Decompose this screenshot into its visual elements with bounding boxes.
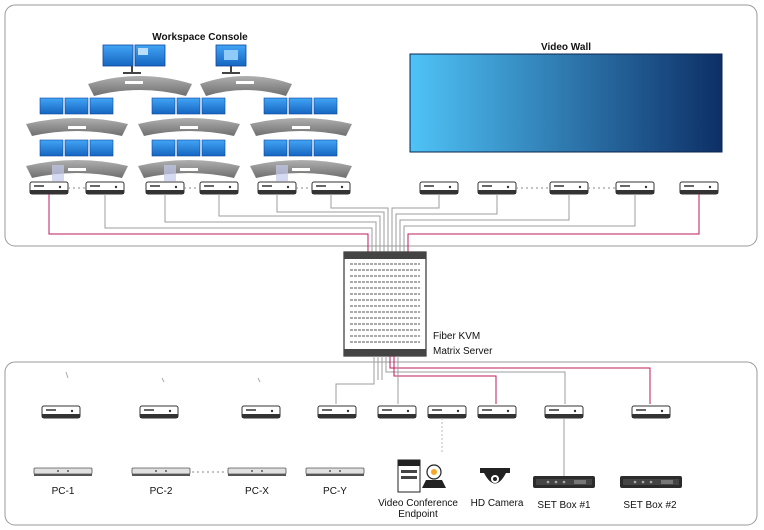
pc-2-device xyxy=(131,467,191,477)
transmitter-2 xyxy=(139,405,179,419)
source-label-set-box-1: SET Box #1 xyxy=(537,500,591,511)
source-cables xyxy=(335,356,651,404)
source-label-pc-y: PC-Y xyxy=(323,486,347,497)
set-box-2-device xyxy=(620,476,682,488)
receiver-3 xyxy=(145,181,185,195)
receiver-1 xyxy=(29,181,69,195)
source-label-pc-2: PC-2 xyxy=(150,486,173,497)
source-label-pc-x: PC-X xyxy=(245,486,269,497)
video-wall-display xyxy=(409,53,723,153)
pc-y-device xyxy=(305,467,365,477)
source-label-set-box-2: SET Box #2 xyxy=(623,500,677,511)
receiver-6 xyxy=(311,181,351,195)
hd-camera-device xyxy=(480,468,510,484)
transmitter-stubs xyxy=(65,371,261,383)
pc-x-device xyxy=(227,467,287,477)
source-label-pc-1: PC-1 xyxy=(52,486,75,497)
video-wall-label: Video Wall xyxy=(541,42,591,53)
receiver-2 xyxy=(85,181,125,195)
receiver-4 xyxy=(199,181,239,195)
receiver-wall-3 xyxy=(549,181,589,195)
display-cables xyxy=(48,194,700,252)
server-label-line2: Matrix Server xyxy=(433,346,493,357)
workspace-console-label: Workspace Console xyxy=(152,32,248,43)
transmitter-7 xyxy=(477,405,517,419)
receiver-wall-2 xyxy=(477,181,517,195)
transmitter-3 xyxy=(241,405,281,419)
source-label-video-conference-2: Endpoint xyxy=(398,509,438,520)
receiver-5 xyxy=(257,181,297,195)
receiver-wall-1 xyxy=(419,181,459,195)
pc-1-device xyxy=(33,467,93,477)
transmitter-4 xyxy=(317,405,357,419)
fiber-kvm-matrix-server xyxy=(343,251,427,357)
transmitter-8 xyxy=(544,405,584,419)
receiver-wall-5 xyxy=(679,181,719,195)
transmitter-5 xyxy=(377,405,417,419)
set-box-1-device xyxy=(533,476,595,488)
receiver-wall-4 xyxy=(615,181,655,195)
transmitter-1 xyxy=(41,405,81,419)
server-label-line1: Fiber KVM xyxy=(433,331,480,342)
transmitter-6 xyxy=(427,405,467,419)
console-workstation-main xyxy=(88,44,192,96)
transmitter-9 xyxy=(631,405,671,419)
source-label-hd-camera: HD Camera xyxy=(471,498,524,509)
console-workstation-secondary xyxy=(200,44,292,96)
video-conference-device xyxy=(397,459,446,493)
source-label-video-conference: Video Conference xyxy=(378,498,458,509)
